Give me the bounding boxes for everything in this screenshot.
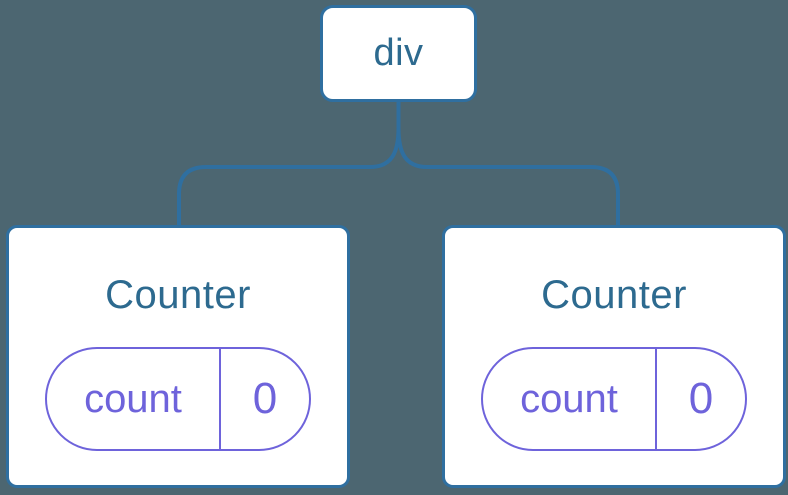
state-value-label: 0: [688, 374, 714, 423]
state-pill: count 0: [481, 347, 747, 451]
counter-node-left: Counter count 0: [6, 225, 350, 488]
state-value-cell: 0: [221, 349, 309, 449]
connector-branch-left: [177, 101, 401, 226]
state-value-label: 0: [252, 374, 278, 423]
connector-branch-right: [396, 101, 620, 226]
state-value-cell: 0: [657, 349, 745, 449]
state-pill: count 0: [45, 347, 311, 451]
state-key-cell: count: [483, 349, 657, 449]
root-node-label: div: [373, 32, 424, 74]
counter-title: Counter: [541, 273, 687, 317]
state-key-label: count: [84, 376, 182, 421]
counter-node-right: Counter count 0: [442, 225, 786, 488]
state-key-cell: count: [47, 349, 221, 449]
counter-title: Counter: [105, 273, 251, 317]
state-key-label: count: [520, 376, 618, 421]
root-node-div: div: [320, 5, 477, 102]
